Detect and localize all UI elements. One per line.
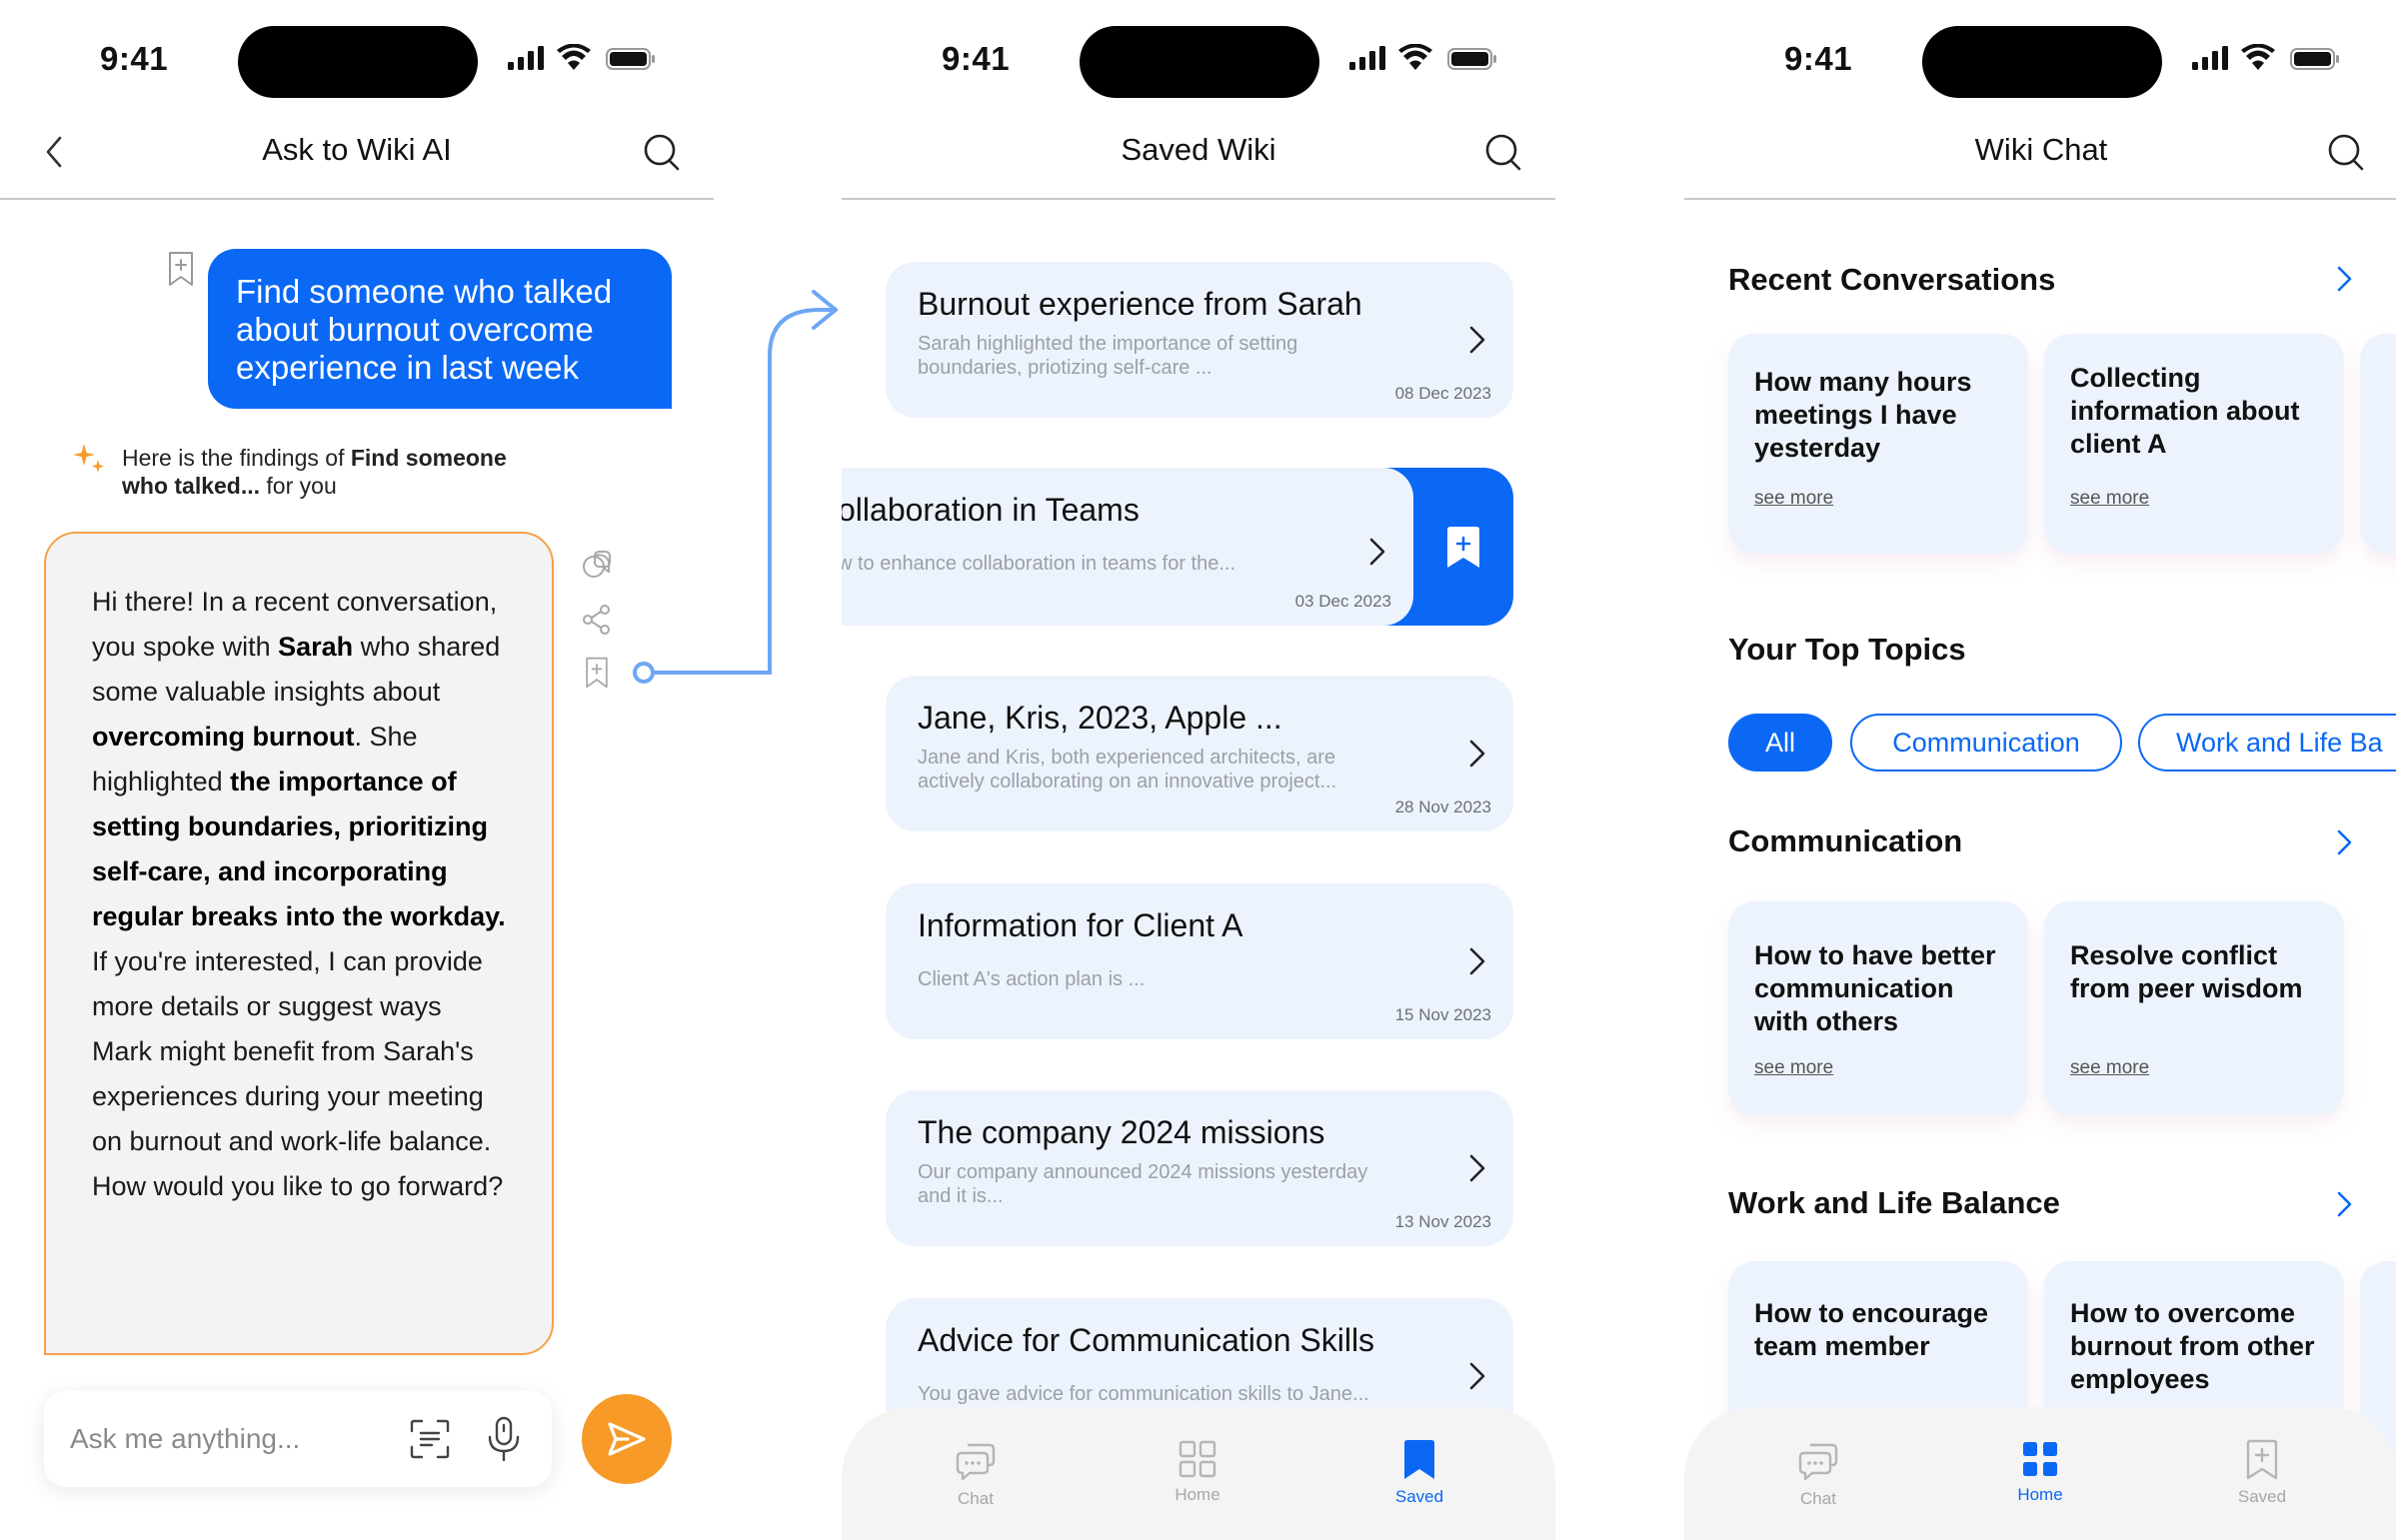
dynamic-island [238, 26, 478, 98]
status-time: 9:41 [1784, 40, 1853, 77]
screen-header: Wiki Chat [1684, 112, 2396, 200]
wifi-icon [1398, 44, 1432, 70]
chevron-right-icon[interactable] [2334, 825, 2356, 859]
swiped-wiki-item[interactable]: ollaboration in Teams w to enhance colla… [842, 468, 1513, 626]
dynamic-island [1080, 26, 1319, 98]
ask-input[interactable] [70, 1419, 370, 1459]
chat-icon [956, 1443, 996, 1481]
chevron-right-icon[interactable] [2334, 1187, 2356, 1221]
status-bar: 9:41 [842, 0, 1555, 100]
conversation-card[interactable] [2360, 334, 2396, 554]
saved-wiki-item[interactable]: The company 2024 missions Our company an… [886, 1090, 1513, 1246]
back-icon[interactable] [36, 132, 76, 172]
section-title-communication: Communication [1728, 823, 1963, 858]
ai-response-bubble: Hi there! In a recent conversation, you … [44, 532, 554, 1355]
page-title: Wiki Chat [1974, 132, 2108, 167]
copy-icon[interactable] [580, 548, 614, 582]
screen-header: Saved Wiki [842, 112, 1555, 200]
chevron-right-icon [1369, 538, 1385, 566]
topic-card[interactable]: Resolve conflict from peer wisdom see mo… [2044, 901, 2344, 1115]
chevron-right-icon[interactable] [2334, 262, 2356, 296]
status-time: 9:41 [100, 40, 169, 77]
wifi-icon [557, 44, 591, 70]
search-icon[interactable] [2324, 130, 2368, 174]
signal-icon [508, 46, 544, 70]
see-more-link[interactable]: see more [1754, 488, 1834, 509]
bookmark-icon [1404, 1440, 1434, 1479]
see-more-link[interactable]: see more [2070, 488, 2150, 509]
chip-all[interactable]: All [1728, 714, 1832, 771]
bottom-tab-bar: Chat Home Saved [1684, 1407, 2396, 1540]
screen-header: Ask to Wiki AI [0, 112, 714, 200]
page-title: Ask to Wiki AI [262, 132, 452, 167]
home-grid-icon [1179, 1440, 1216, 1478]
battery-icon [2290, 48, 2339, 70]
message-input-container [44, 1391, 552, 1487]
findings-caption: Here is the findings of Find someone who… [122, 445, 507, 499]
scan-text-icon[interactable] [408, 1417, 452, 1461]
microphone-icon[interactable] [484, 1415, 524, 1463]
saved-wiki-screen: 9:41 Saved Wiki Burnout experience from … [842, 0, 1555, 1540]
tab-home[interactable]: Home [1138, 1439, 1257, 1505]
conversation-card[interactable]: How many hours meetings I have yesterday… [1728, 334, 2028, 554]
signal-icon [1349, 46, 1385, 70]
section-title-topics: Your Top Topics [1728, 632, 1966, 667]
search-icon[interactable] [640, 130, 684, 174]
chip-communication[interactable]: Communication [1850, 714, 2122, 771]
signal-icon [2192, 46, 2228, 70]
chevron-right-icon [1469, 947, 1485, 975]
status-time: 9:41 [942, 40, 1011, 77]
send-button[interactable] [582, 1394, 672, 1484]
tab-chat[interactable]: Chat [916, 1439, 1036, 1509]
section-title-work-life: Work and Life Balance [1728, 1185, 2060, 1220]
status-bar: 9:41 [1684, 0, 2396, 100]
chevron-right-icon [1469, 1362, 1485, 1390]
chevron-right-icon [1469, 326, 1485, 354]
see-more-link[interactable]: see more [2070, 1057, 2150, 1078]
bottom-tab-bar: Chat Home Saved [842, 1407, 1555, 1540]
tab-chat[interactable]: Chat [1758, 1439, 1878, 1509]
tab-home[interactable]: Home [1980, 1439, 2100, 1505]
saved-wiki-item[interactable]: ollaboration in Teams w to enhance colla… [842, 468, 1413, 626]
user-message-bubble: Find someone who talked about burnout ov… [208, 249, 672, 409]
share-icon[interactable] [580, 603, 614, 637]
ask-wiki-ai-screen: 9:41 Ask to Wiki AI Find someone who tal… [0, 0, 714, 1540]
bookmark-add-icon [2246, 1439, 2278, 1480]
saved-wiki-item[interactable]: Jane, Kris, 2023, Apple ... Jane and Kri… [886, 676, 1513, 831]
page-title: Saved Wiki [1121, 132, 1276, 167]
chevron-right-icon [1469, 740, 1485, 768]
chip-work-life-balance[interactable]: Work and Life Ba [2138, 714, 2396, 771]
see-more-link[interactable]: see more [1754, 1057, 1834, 1078]
bookmark-add-icon[interactable] [580, 656, 614, 690]
chat-icon [1798, 1443, 1838, 1481]
saved-wiki-item[interactable]: Burnout experience from Sarah Sarah high… [886, 262, 1513, 418]
battery-icon [606, 48, 655, 70]
dynamic-island [1922, 26, 2162, 98]
conversation-card[interactable]: Collecting information about client A se… [2044, 334, 2344, 554]
tab-saved[interactable]: Saved [2202, 1439, 2322, 1507]
search-icon[interactable] [1481, 130, 1525, 174]
sparkle-icon [73, 444, 104, 473]
status-bar: 9:41 [0, 0, 714, 100]
chevron-right-icon [1469, 1154, 1485, 1182]
topic-card[interactable]: How to have better communication with ot… [1728, 901, 2028, 1115]
section-title-recent: Recent Conversations [1728, 262, 2056, 297]
saved-wiki-item[interactable]: Information for Client A Client A's acti… [886, 883, 1513, 1039]
save-message-icon[interactable] [164, 250, 198, 288]
tab-saved[interactable]: Saved [1359, 1439, 1479, 1507]
bookmark-save-icon[interactable] [1443, 526, 1483, 570]
send-icon [608, 1422, 646, 1456]
home-grid-icon [2023, 1442, 2057, 1476]
wifi-icon [2241, 44, 2275, 70]
battery-icon [1447, 48, 1496, 70]
wiki-chat-screen: 9:41 Wiki Chat Recent Conversations How … [1684, 0, 2396, 1540]
